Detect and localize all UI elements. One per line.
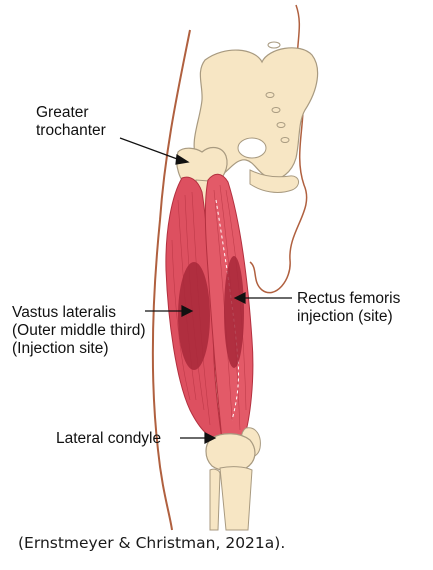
- fibula-bone: [209, 468, 221, 531]
- vastus-lateralis-injection-site: [178, 262, 210, 370]
- vastus-lateralis-arrowhead: [181, 305, 194, 317]
- vastus-lateralis-label-line-3: (Injection site): [12, 340, 109, 357]
- greater-trochanter-label-line-1: Greater: [36, 104, 89, 121]
- greater-trochanter-label-line-2: trochanter: [36, 122, 106, 139]
- pubic-bone: [249, 169, 299, 193]
- rectus-femoris-arrowhead: [233, 292, 246, 304]
- vastus-lateralis-label-line-2: (Outer middle third): [12, 322, 146, 339]
- rectus-femoris-label-line-2: injection (site): [297, 308, 393, 325]
- tibia-bone: [219, 466, 253, 531]
- vastus-lateralis-label-line-1: Vastus lateralis: [12, 304, 116, 321]
- greater-trochanter-arrowhead: [175, 153, 190, 165]
- rectus-femoris-label-line-1: Rectus femoris: [297, 290, 401, 307]
- rectus-femoris-injection-site: [224, 256, 244, 368]
- pelvis-foramen: [237, 137, 267, 159]
- sacrum-holes: [265, 41, 290, 143]
- greater-trochanter-arrow: [119, 137, 181, 161]
- figure-citation: (Ernstmeyer & Christman, 2021a).: [18, 534, 286, 552]
- rectus-femoris-outline: [215, 199, 239, 421]
- label-arrows: [119, 137, 292, 444]
- lateral-condyle-arrowhead: [204, 432, 217, 444]
- greater-trochanter-label: Greater trochanter: [36, 104, 106, 140]
- lateral-condyle-label: Lateral condyle: [56, 430, 162, 447]
- skin-outline: [151, 29, 191, 531]
- rectus-femoris-label: Rectus femoris injection (site): [297, 290, 400, 326]
- vastus-lateralis-label: Vastus lateralis (Outer middle third) (I…: [12, 304, 146, 358]
